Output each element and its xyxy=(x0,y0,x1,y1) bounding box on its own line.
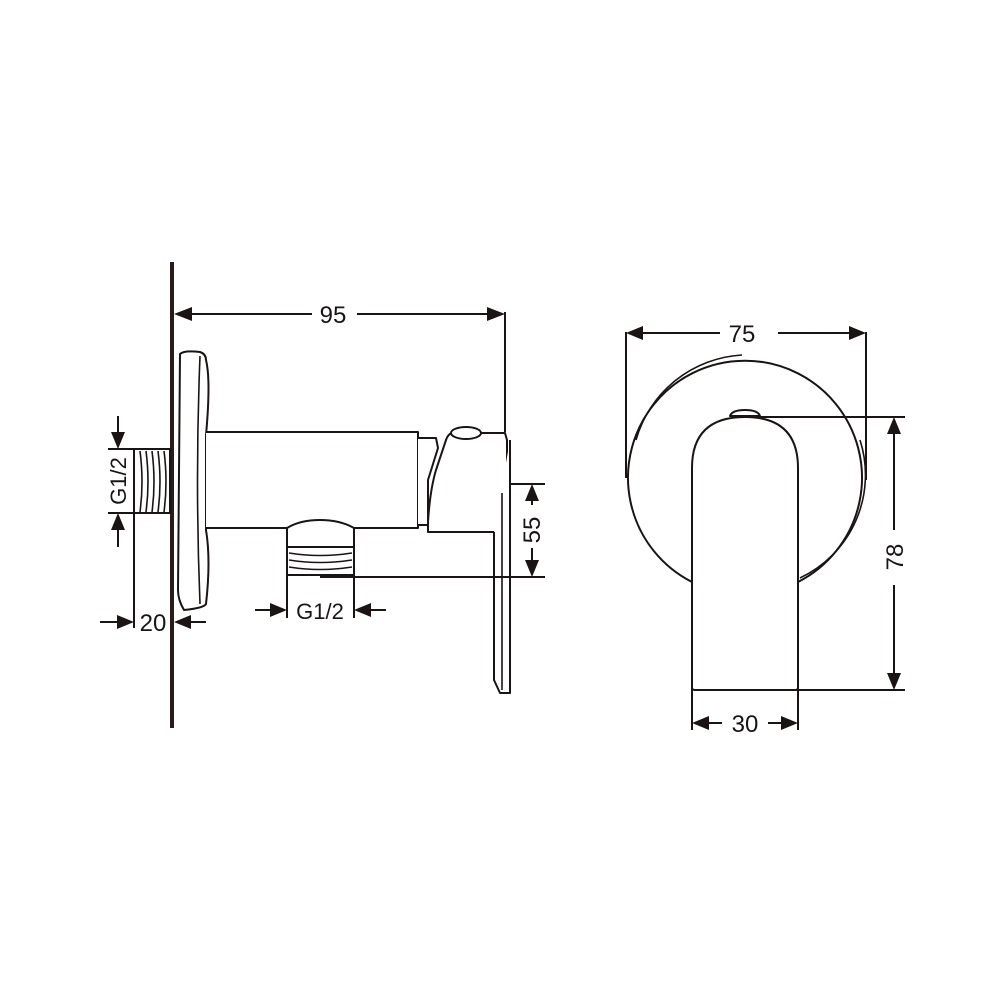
dim-label-outlet-g12: G1/2 xyxy=(296,599,344,624)
arrow-left-icon xyxy=(354,603,371,617)
arrow-left-icon xyxy=(626,326,643,340)
dimension-inlet-thread: G1/2 xyxy=(106,416,134,547)
arrow-down-icon xyxy=(111,432,125,449)
dim-label-55: 55 xyxy=(519,517,546,544)
arrow-up-icon xyxy=(111,513,125,530)
arrow-up-icon xyxy=(887,417,901,434)
dimension-30: 30 xyxy=(691,683,799,738)
arrow-right-icon xyxy=(781,716,798,730)
flange-front xyxy=(627,354,867,583)
dimension-95: 95 xyxy=(174,302,506,432)
dimension-outlet-thread: G1/2 xyxy=(255,575,386,624)
dim-label-75: 75 xyxy=(729,321,756,348)
arrow-left-icon xyxy=(174,615,191,629)
flange-side xyxy=(177,350,210,611)
arrow-right-icon xyxy=(849,326,866,340)
side-view: 95 G1/2 20 G1/2 xyxy=(100,262,546,728)
dimension-75: 75 xyxy=(625,321,867,480)
arrow-right-icon xyxy=(487,307,505,321)
arrow-down-icon xyxy=(887,673,901,690)
dim-label-95: 95 xyxy=(320,302,347,329)
dim-label-78: 78 xyxy=(882,544,909,571)
valve-body xyxy=(206,426,508,533)
lever-side xyxy=(493,440,511,694)
dimension-20: 20 xyxy=(100,513,206,637)
arrow-right-icon xyxy=(270,603,287,617)
arrow-up-icon xyxy=(525,484,539,501)
handle-front xyxy=(691,409,799,691)
arrow-down-icon xyxy=(525,560,539,577)
dimension-55: 55 xyxy=(320,483,546,578)
inlet-thread xyxy=(133,448,171,514)
arrow-right-icon xyxy=(117,615,134,629)
dim-label-inlet-g12: G1/2 xyxy=(106,457,131,505)
dim-label-20: 20 xyxy=(140,610,167,637)
arrow-left-icon xyxy=(174,307,192,321)
outlet-thread xyxy=(286,519,355,576)
dimension-78: 78 xyxy=(745,416,909,691)
dim-label-30: 30 xyxy=(732,711,759,738)
front-view: 75 78 30 xyxy=(625,321,909,738)
arrow-left-icon xyxy=(692,716,709,730)
